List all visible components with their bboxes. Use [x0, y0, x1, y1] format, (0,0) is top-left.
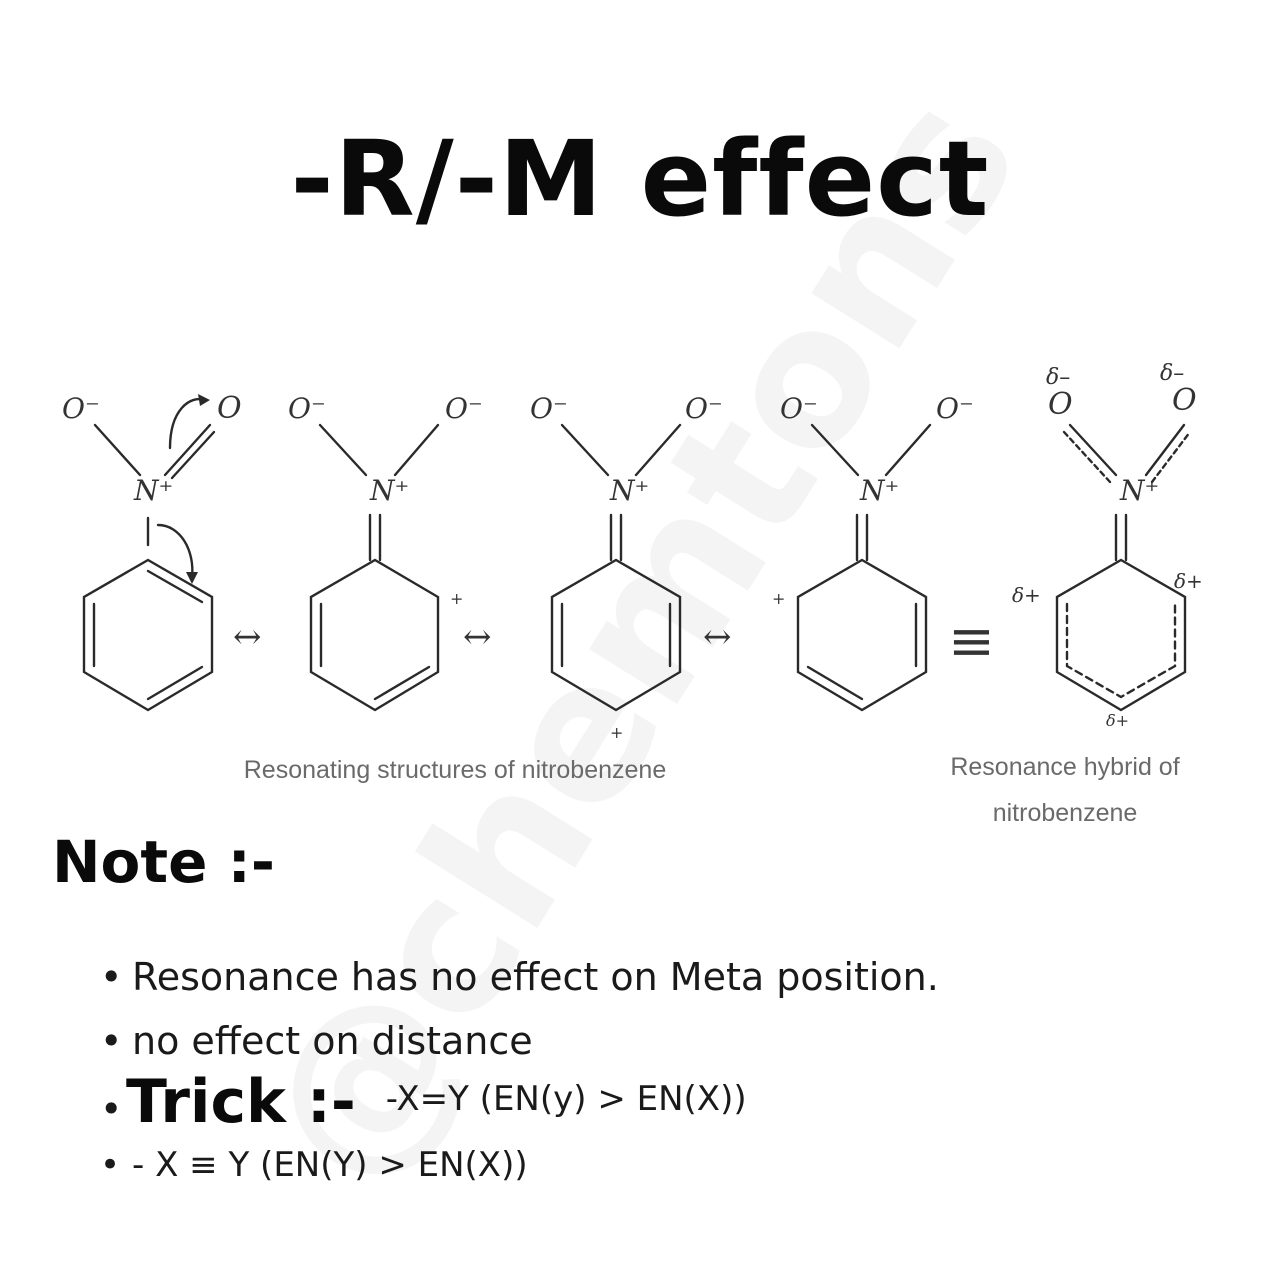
- bullet-dot: •: [100, 1145, 121, 1185]
- hybrid-delta-plus-bottom: δ+: [1106, 711, 1129, 730]
- bullet-dot: •: [100, 1019, 123, 1063]
- caption-hybrid-line1: Resonance hybrid of: [950, 753, 1180, 781]
- structure-4: O⁻ O⁻ N⁺ +: [772, 392, 974, 712]
- bullet-text-meta: Resonance has no effect on Meta position…: [132, 955, 939, 999]
- resonance-hybrid: δ– δ– O O N⁺ δ+ δ+ δ+: [1012, 361, 1203, 730]
- caption-resonating-structures: Resonating structures of nitrobenzene: [243, 756, 667, 784]
- hybrid-delta-minus-left: δ–: [1046, 365, 1070, 390]
- hybrid-delta-plus-left: δ+: [1012, 583, 1041, 607]
- trick-label: Trick :-: [126, 1067, 356, 1137]
- page-title: -R/-M effect: [290, 118, 990, 240]
- hybrid-delta-minus-right: δ–: [1160, 361, 1184, 386]
- trick-rule-double-bond: -X=Y (EN(y) > EN(X)): [385, 1079, 747, 1119]
- s4-o-minus-left: O⁻: [780, 392, 818, 425]
- structure-3: O⁻ O⁻ N⁺ +: [530, 392, 723, 742]
- bullet-item: •Resonance has no effect on Meta positio…: [100, 955, 939, 999]
- bullet-text-distance: no effect on distance: [132, 1019, 533, 1063]
- s1-o-right: O: [217, 391, 242, 426]
- hybrid-o-left: O: [1048, 387, 1073, 422]
- resonance-arrow-3: ↔: [703, 617, 732, 657]
- s4-n-plus: N⁺: [859, 474, 899, 507]
- s3-o-minus-left: O⁻: [530, 392, 568, 425]
- bullet-item-trick: •Trick :- -X=Y (EN(y) > EN(X)): [100, 1067, 747, 1137]
- s2-plus-charge: +: [450, 589, 463, 608]
- caption-hybrid-line2: nitrobenzene: [992, 799, 1138, 827]
- s2-n-plus: N⁺: [369, 474, 409, 507]
- s2-o-minus-right: O⁻: [445, 392, 483, 425]
- resonance-arrow-1: ↔: [233, 617, 262, 657]
- structure-2: O⁻ O⁻ N⁺ +: [288, 392, 483, 712]
- s1-o-minus-left: O⁻: [62, 392, 100, 425]
- s3-o-minus-right: O⁻: [685, 392, 723, 425]
- hybrid-delta-plus-right: δ+: [1174, 569, 1203, 593]
- s4-plus-charge: +: [772, 589, 785, 608]
- s3-n-plus: N⁺: [609, 474, 649, 507]
- s4-o-minus-right: O⁻: [936, 392, 974, 425]
- trick-rule-triple-bond: - X ≡ Y (EN(Y) > EN(X)): [132, 1145, 528, 1185]
- hybrid-o-right: O: [1172, 383, 1197, 418]
- structure-1: O⁻ O N⁺: [62, 391, 242, 712]
- bullet-item: •no effect on distance: [100, 1019, 533, 1063]
- resonance-arrow-2: ↔: [463, 617, 492, 657]
- equivalent-sign: ≡: [948, 609, 995, 674]
- note-heading: Note :-: [52, 828, 275, 896]
- bullet-dot: •: [100, 955, 123, 999]
- bullet-dot: •: [100, 1087, 123, 1131]
- s3-plus-charge: +: [610, 723, 623, 742]
- s2-o-minus-left: O⁻: [288, 392, 326, 425]
- bullet-item: • - X ≡ Y (EN(Y) > EN(X)): [100, 1145, 528, 1185]
- s1-n-plus: N⁺: [133, 474, 173, 507]
- caption-resonance-hybrid: Resonance hybrid of nitrobenzene: [900, 744, 1230, 836]
